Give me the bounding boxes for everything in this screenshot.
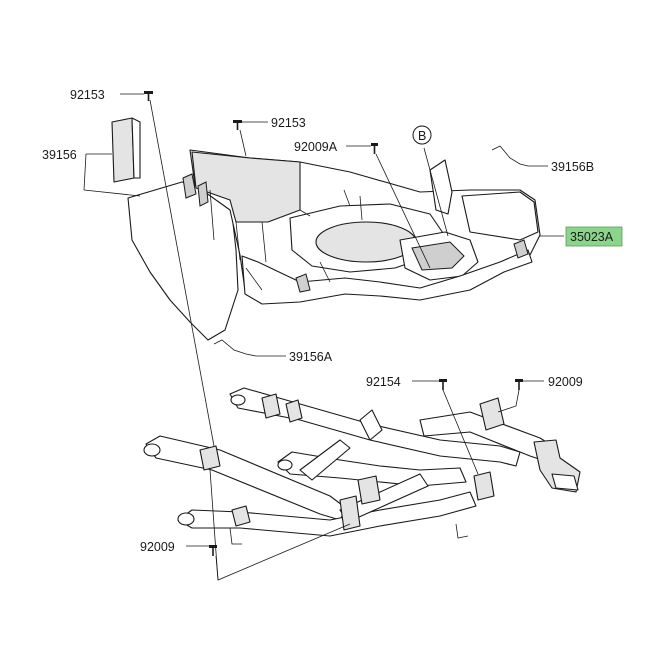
tray-right-fin <box>429 159 453 215</box>
view-marker-circle <box>412 125 432 145</box>
bolt-92154 <box>439 379 447 390</box>
tray-right-pocket <box>411 241 465 271</box>
tray-rib-4 <box>299 209 311 217</box>
callout-39156: 39156 <box>42 148 77 162</box>
leader-92009-bottom-b <box>209 469 219 581</box>
callout-92009A: 92009A <box>294 140 338 154</box>
callout-labels: 92153 92153 39156 92009A 39156B 35023A 3… <box>42 88 623 554</box>
tray-rib-7 <box>245 267 263 291</box>
tray-rib-6 <box>359 195 363 221</box>
callout-39156A: 39156A <box>289 350 333 364</box>
frame-bracket-h <box>231 505 251 527</box>
frame-brace-3 <box>359 409 383 441</box>
leader-92009-bottom-a <box>215 523 351 581</box>
callout-92009-right: 92009 <box>548 375 583 389</box>
frame-rear-tab <box>551 473 579 491</box>
wire-clip-39156A <box>213 339 257 357</box>
leader-92154-drop <box>442 389 479 475</box>
wire-clip-39156B <box>491 145 529 167</box>
frame-lower-rail <box>177 491 477 537</box>
leader-39156-branch-a <box>83 153 87 191</box>
callout-39156B: 39156B <box>551 160 594 174</box>
callout-92153-mid: 92153 <box>271 116 306 130</box>
leader-92153-mid-drop <box>239 129 247 157</box>
leader-92153-top-drop <box>149 99 215 447</box>
fasteners <box>144 91 523 556</box>
frame-brace-1 <box>299 439 351 481</box>
leader-lines <box>83 93 564 581</box>
callout-92009-bottom: 92009 <box>140 540 175 554</box>
tray-boss-front <box>295 273 311 293</box>
damper-block-39156 <box>111 117 135 183</box>
frame-bracket-e <box>473 471 495 501</box>
leader-39156-branch-b <box>83 189 141 197</box>
screw-92153-mid <box>233 120 242 130</box>
tray-boss-left-2 <box>197 181 209 207</box>
frame-bracket-a <box>199 445 221 471</box>
bolt-92009-bottom <box>209 545 217 556</box>
bolt-92009-right <box>515 379 523 390</box>
frame-bracket-f <box>479 397 505 431</box>
view-marker-b: B <box>418 129 426 143</box>
leader-b-marker <box>423 147 449 237</box>
frame-bracket-d <box>357 475 381 505</box>
frame-bracket-b <box>261 393 281 419</box>
frame-end-cap-lower <box>177 512 195 526</box>
frame-bracket-g <box>339 495 361 531</box>
screw-92153-top <box>144 91 153 101</box>
callout-35023A-highlight <box>565 226 623 247</box>
callout-35023A: 35023A <box>570 230 614 244</box>
frame-bracket-c <box>285 399 303 423</box>
frame-end-cap-upper <box>230 394 246 406</box>
tray-front-lip <box>241 249 533 305</box>
damper-block-face <box>131 117 141 179</box>
frame-tab-lower-mid <box>455 523 469 539</box>
subframe-assembly <box>143 387 581 545</box>
frame-end-cap-left <box>143 443 161 457</box>
under-tray-assembly <box>127 149 541 341</box>
tray-left-flap <box>127 181 239 341</box>
tray-rib-8 <box>319 261 331 283</box>
bolt-92009A <box>371 143 378 154</box>
tray-boss-right <box>513 239 529 259</box>
tray-rib-2 <box>235 221 241 261</box>
tray-right-wall <box>461 191 539 241</box>
tray-boss-left <box>182 173 197 199</box>
tray-rib-3 <box>261 221 267 263</box>
leader-92009-right-drop <box>497 389 520 413</box>
tray-rib-5 <box>343 189 351 207</box>
callout-92154: 92154 <box>366 375 401 389</box>
frame-tab-lower-left <box>229 527 242 545</box>
callout-92153-top: 92153 <box>70 88 105 102</box>
frame-end-cap-middle <box>277 459 293 471</box>
leader-92009A-drop <box>375 153 431 269</box>
tray-rib-1 <box>209 189 215 241</box>
